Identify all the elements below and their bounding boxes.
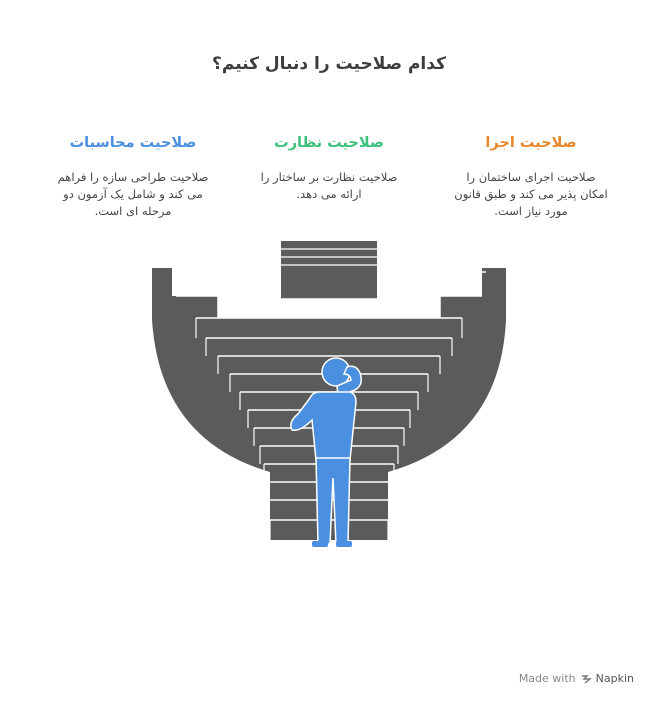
column-heading: صلاحیت نظارت — [274, 135, 384, 151]
person-left-foot — [312, 541, 328, 547]
description-line: می کند و شامل یک آزمون دو — [63, 187, 203, 201]
column-supervision: صلاحیت نظارت صلاحیت نظارت بر ساختار را ا… — [234, 135, 424, 203]
description-line: مرحله ای است. — [94, 204, 172, 218]
left-mid-step — [176, 295, 219, 318]
thinking-person-icon — [290, 357, 362, 547]
column-heading: صلاحیت محاسبات — [69, 135, 197, 151]
column-description: صلاحیت نظارت بر ساختار را ارائه می دهد. — [234, 169, 424, 203]
person-torso — [290, 391, 357, 461]
right-upper-step — [457, 271, 486, 296]
column-description: صلاحیت اجرای ساختمان را امکان پذیر می کن… — [436, 169, 626, 220]
description-line: مورد نیاز است. — [494, 204, 568, 218]
column-description: صلاحیت طراحی سازه را فراهم می کند و شامل… — [38, 169, 228, 220]
column-calculation: صلاحیت محاسبات صلاحیت طراحی سازه را فراه… — [38, 135, 228, 220]
description-line: امکان پذیر می کند و طبق قانون — [454, 187, 608, 201]
footer-made-with: Made with — [518, 672, 576, 685]
description-line: ارائه می دهد. — [296, 187, 362, 201]
description-line: صلاحیت اجرای ساختمان را — [466, 170, 596, 184]
column-execution: صلاحیت اجرا صلاحیت اجرای ساختمان را امکا… — [436, 135, 626, 220]
napkin-logo-icon — [581, 674, 592, 684]
column-heading: صلاحیت اجرا — [485, 135, 577, 151]
description-line: صلاحیت نظارت بر ساختار را — [260, 170, 398, 184]
central-tower — [281, 241, 377, 299]
footer: Made with Napkin — [519, 672, 634, 685]
person-right-foot — [336, 541, 352, 547]
right-mid-step — [439, 295, 482, 318]
left-upper-step — [172, 271, 201, 296]
description-line: صلاحیت طراحی سازه را فراهم — [57, 170, 209, 184]
person-raised-arm — [336, 365, 362, 398]
footer-brand: Napkin — [595, 672, 634, 685]
page-title: کدام صلاحیت را دنبال کنیم؟ — [212, 54, 446, 74]
